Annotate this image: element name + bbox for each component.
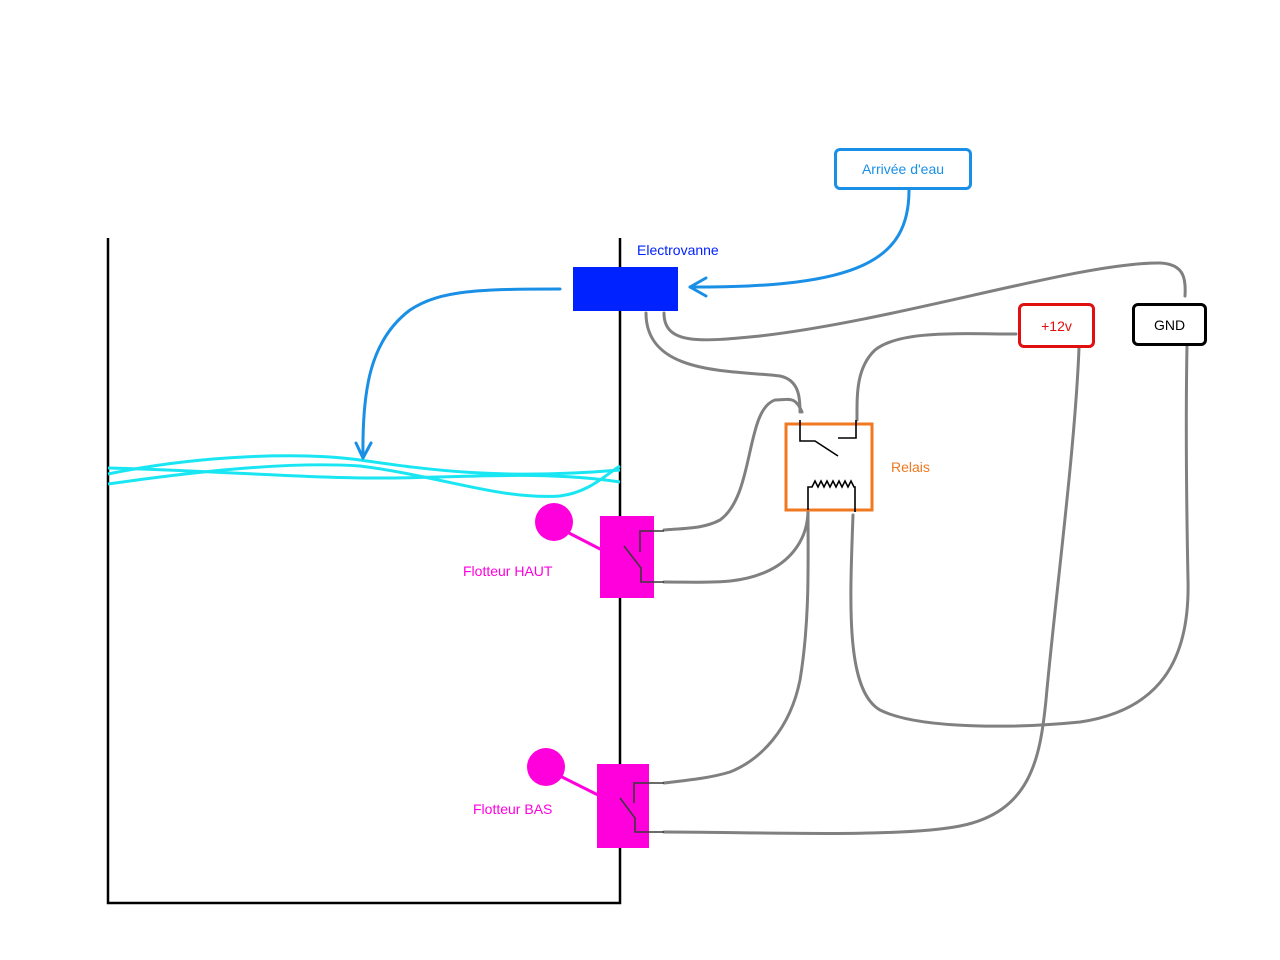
relay-label: Relais bbox=[891, 459, 930, 475]
float-low-switch[interactable] bbox=[527, 748, 664, 848]
electrovalve-body[interactable] bbox=[573, 267, 678, 311]
float-low-ball bbox=[527, 748, 565, 786]
electrovalve-label: Electrovanne bbox=[637, 242, 719, 258]
wire-valve-to-relay bbox=[644, 311, 802, 414]
plus12v-box[interactable]: +12v bbox=[1018, 303, 1095, 348]
water-wave-3 bbox=[107, 463, 621, 498]
wire-relay-to-float-high-top bbox=[662, 397, 804, 532]
wire-12v-to-relay bbox=[855, 332, 1018, 422]
wire-relay-coil-to-float-low bbox=[662, 508, 810, 785]
water-surface bbox=[107, 454, 621, 498]
float-low-arm bbox=[559, 774, 599, 797]
gnd-box[interactable]: GND bbox=[1132, 303, 1207, 346]
inlet-arrowhead-icon bbox=[688, 276, 708, 298]
wire-relay-coil-to-gnd bbox=[849, 343, 1190, 728]
float-low-label: Flotteur BAS bbox=[473, 801, 553, 817]
gnd-label: GND bbox=[1153, 316, 1186, 333]
inlet-pipe-arrow bbox=[688, 188, 911, 289]
wire-float-low-to-12v bbox=[662, 346, 1081, 835]
relay-body[interactable] bbox=[784, 422, 874, 512]
relay-contact-icon bbox=[799, 420, 857, 457]
outlet-pipe-arrow bbox=[361, 287, 562, 460]
outlet-arrowhead-icon bbox=[354, 441, 373, 460]
float-high-label: Flotteur HAUT bbox=[463, 563, 553, 579]
wire-valve-to-gnd bbox=[662, 261, 1187, 342]
float-low-switch-icon bbox=[619, 782, 664, 833]
float-high-arm bbox=[566, 530, 603, 552]
wire-relay-coil-to-float-high-bottom bbox=[662, 508, 810, 584]
relay-coil-icon bbox=[807, 479, 856, 512]
water-inlet-box[interactable]: Arrivée d'eau bbox=[834, 148, 972, 190]
float-high-ball bbox=[535, 503, 573, 541]
float-low-body bbox=[597, 764, 649, 848]
relay-symbol[interactable] bbox=[784, 420, 874, 512]
water-wave-2 bbox=[107, 466, 621, 484]
float-high-body bbox=[600, 516, 654, 598]
float-high-switch-icon bbox=[623, 530, 664, 583]
water-inlet-label: Arrivée d'eau bbox=[861, 161, 945, 177]
plus12v-label: +12v bbox=[1041, 317, 1072, 334]
float-high-switch[interactable] bbox=[535, 503, 664, 598]
